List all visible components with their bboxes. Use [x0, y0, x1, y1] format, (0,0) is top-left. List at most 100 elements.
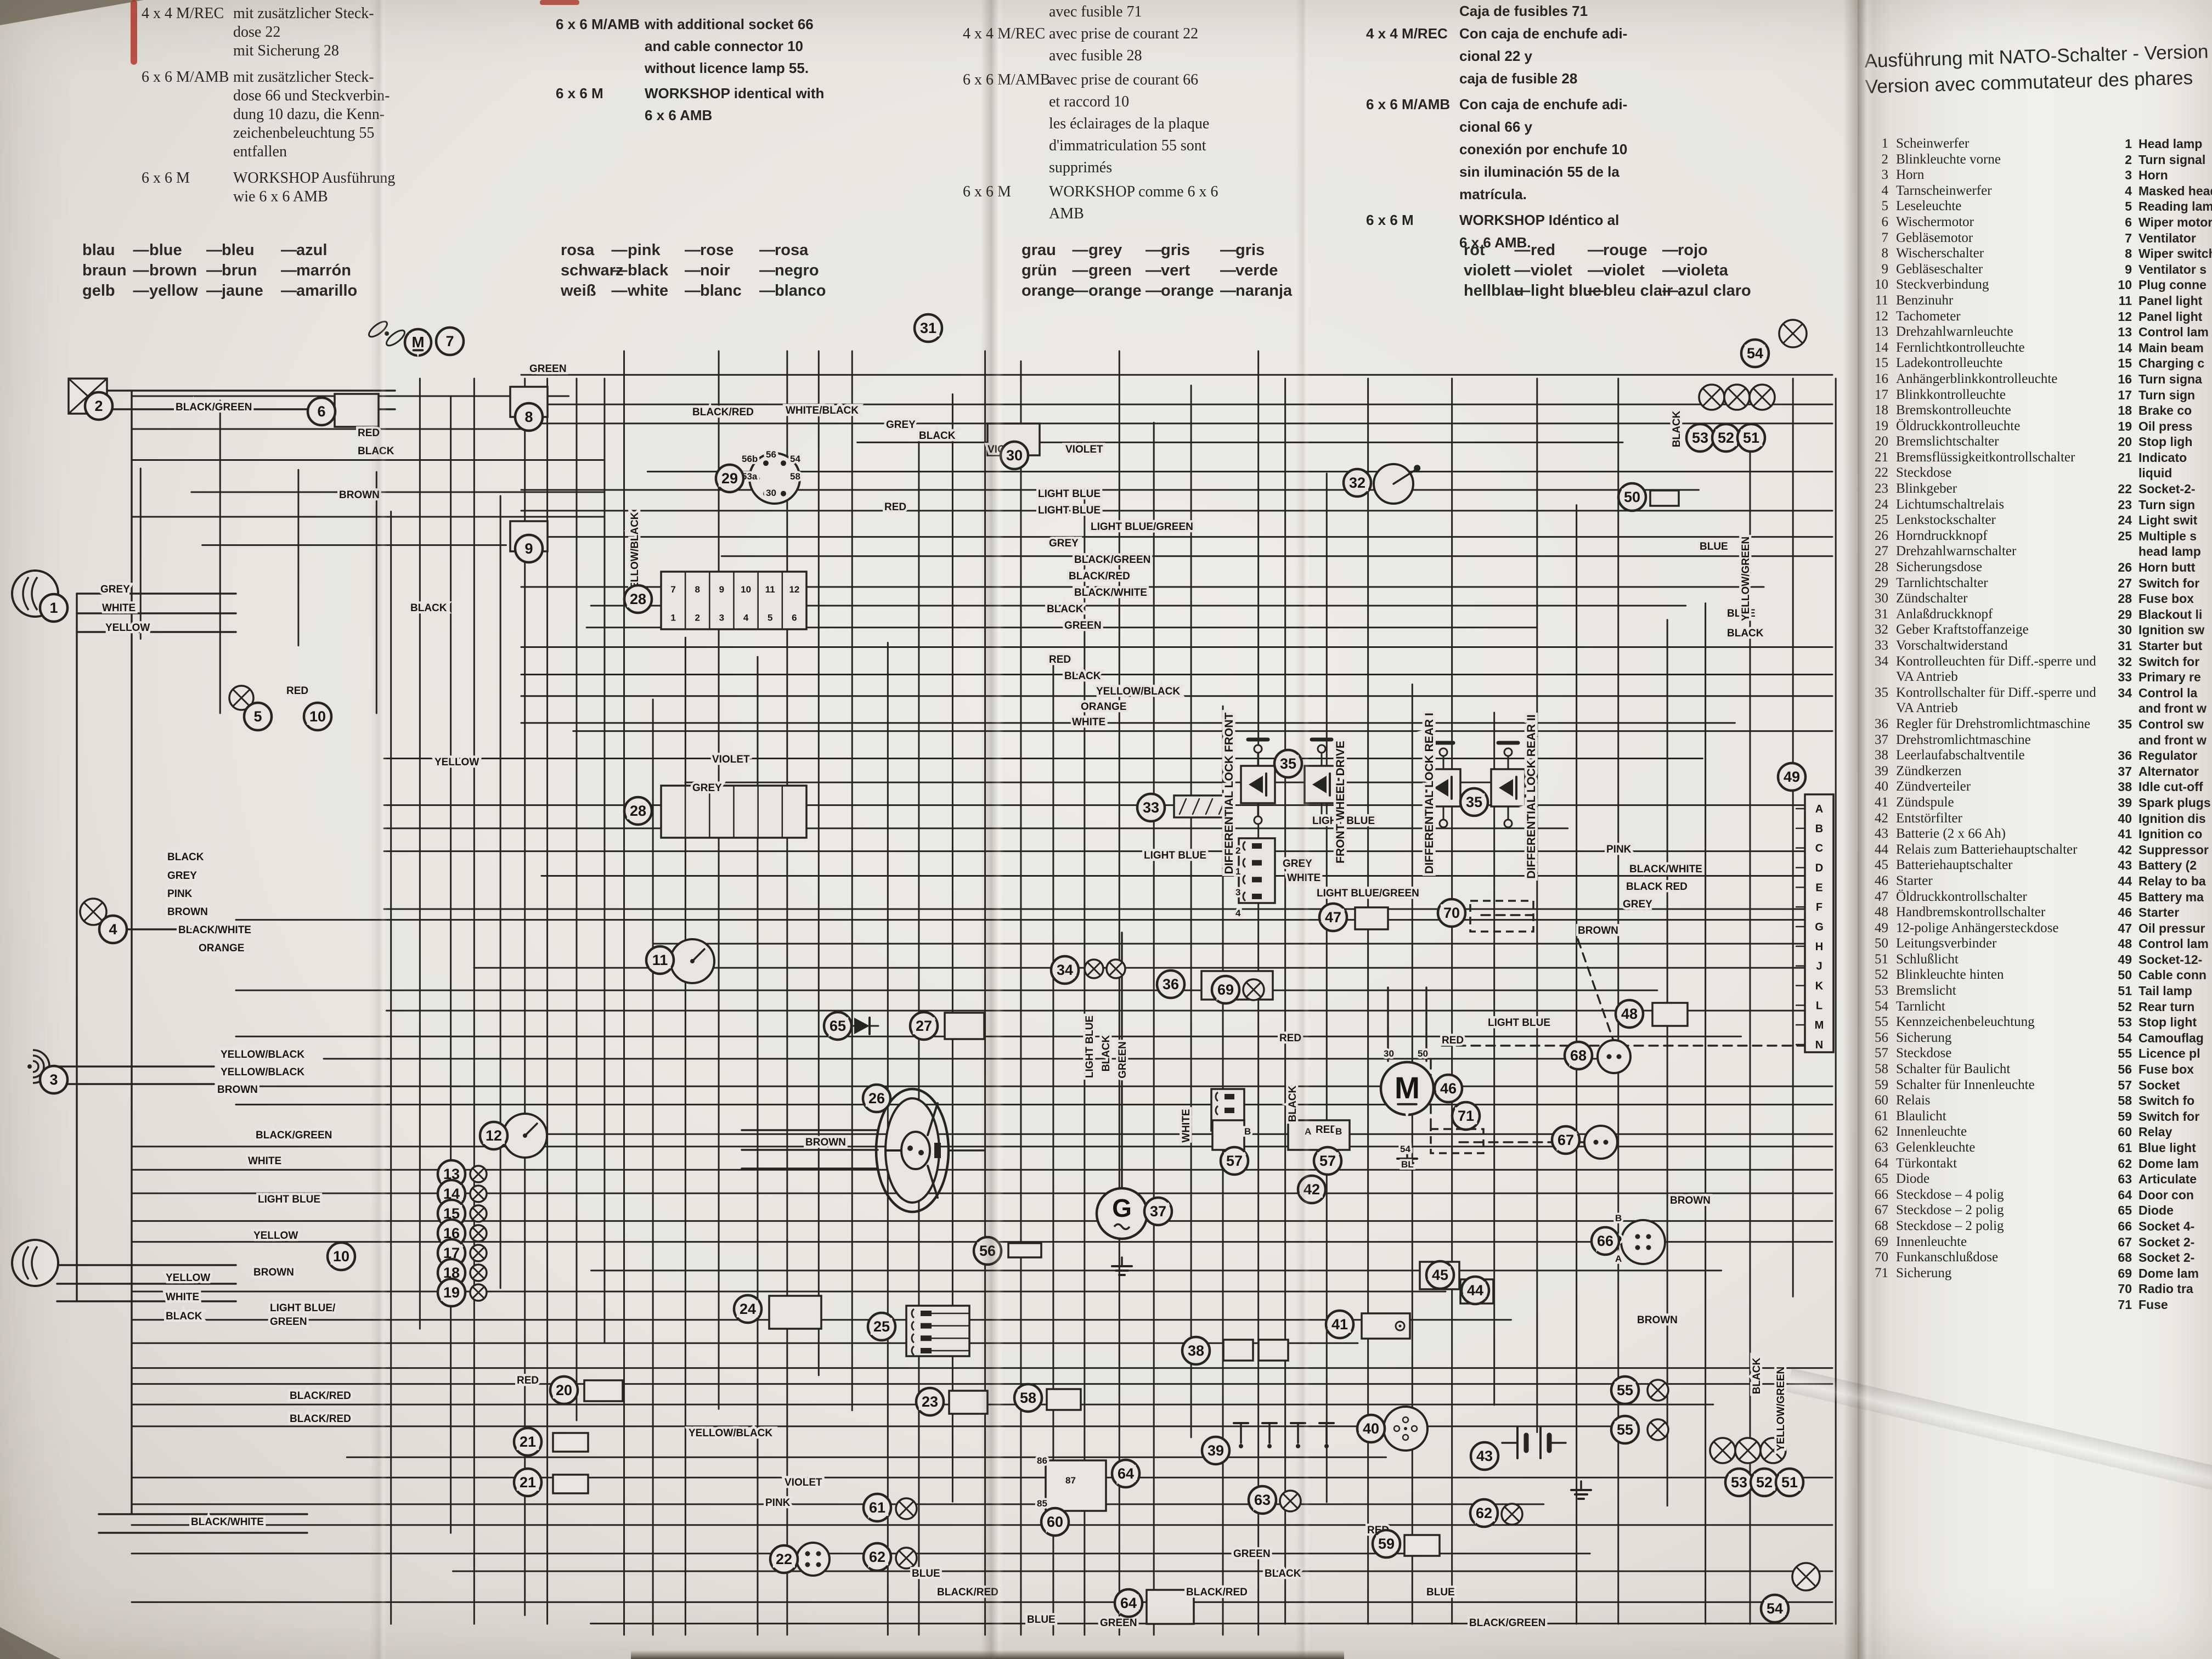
component-box [1287, 1119, 1351, 1151]
component-number: 46 [1440, 1080, 1457, 1097]
horn-contact [918, 1150, 924, 1155]
wire [1205, 798, 1214, 815]
legend-item-number [2110, 465, 2138, 481]
fan-icon [385, 329, 406, 347]
legend-item-number: 13 [2118, 325, 2132, 340]
color-word: schwarz [561, 262, 624, 279]
terminal-label: 87 [1065, 1475, 1076, 1486]
component-number: 66 [1597, 1233, 1613, 1249]
dash: — [685, 262, 701, 279]
variant-text-line: dung 10 dazu, die Kenn- [233, 106, 385, 123]
legend-item-number: 50 [2118, 968, 2132, 983]
legend-item-number: 30 [1875, 591, 1888, 606]
component-number: 62 [869, 1549, 885, 1565]
legend-item-text: Wischermotor [1896, 214, 1974, 229]
legend-item-text: Blaulicht [1896, 1108, 1946, 1124]
legend-item-text: Rear turn [2138, 999, 2195, 1014]
switch-contact [911, 1345, 915, 1356]
legend-item-number: 67 [2118, 1234, 2132, 1249]
dash: — [759, 282, 775, 300]
variant-text-line: les éclairages de la plaque [1049, 115, 1210, 132]
legend-item-number: 18 [2118, 403, 2132, 418]
wire-label: BROWN [339, 489, 380, 501]
legend-item-number: 41 [1875, 794, 1888, 810]
wire-label: GREY [100, 584, 130, 595]
legend-item-text: Innenleuchte [1896, 1124, 1967, 1139]
dash: — [281, 282, 297, 300]
variant-text-line: AMB [1049, 205, 1084, 222]
legend-item-text: Drehzahlwarnleuchte [1896, 324, 2013, 340]
component-number: 35 [1466, 794, 1482, 810]
component-box [1304, 765, 1340, 804]
legend-item-text: Tarnlichtschalter [1896, 575, 1988, 590]
wire-label: RED [1316, 1124, 1338, 1136]
legend-item-number: 55 [1875, 1014, 1888, 1030]
variant-model: 4 x 4 M/REC [142, 5, 224, 22]
legend-item-text: VA Antrieb [1896, 701, 1958, 716]
legend-item-number: 38 [1875, 748, 1888, 763]
legend-item-text: Fuse box [2138, 1062, 2194, 1077]
legend-item-number: 46 [1875, 873, 1888, 888]
legend-item-number: 51 [2118, 984, 2132, 998]
wire-label: YELLOW/BLACK [1096, 686, 1180, 697]
fan-icon [385, 331, 389, 336]
legend-item-text: Starter but [2138, 639, 2203, 653]
terminal-label: 50 [1418, 1048, 1428, 1059]
legend-item-number: 3 [1881, 167, 1889, 183]
legend-item-text: Blinkgeber [1896, 481, 1957, 496]
variant-model: 6 x 6 M [963, 183, 1011, 200]
component-number: 63 [1254, 1492, 1271, 1508]
gauge-icon [690, 959, 695, 963]
headlamp-icon [22, 1246, 30, 1280]
spark-plug-icon [1324, 1444, 1329, 1448]
legend-item-text: Ladekontrolleuchte [1896, 356, 2003, 371]
legend-item-text: Camouflag [2138, 1030, 2204, 1045]
dash: — [1220, 241, 1236, 259]
table-edge-shadow [631, 1650, 1344, 1659]
wire [1782, 323, 1803, 344]
legend-item-number: 54 [1875, 998, 1888, 1014]
legend-item-number: 15 [1875, 356, 1888, 371]
component-number: 40 [1363, 1420, 1379, 1437]
component-number-circle [478, 1120, 509, 1151]
socket-pin [1646, 1234, 1651, 1239]
component-number-circle [514, 533, 544, 564]
legend-item-text: VA Antrieb [1896, 669, 1958, 685]
variant-text-line: conexión por enchufe 10 [1459, 141, 1628, 157]
legend-item-text: Entstörfilter [1896, 810, 1962, 826]
legend-item-text: Schlußlicht [1896, 951, 1959, 967]
color-word: azul [296, 241, 328, 259]
legend-item-text: Zündschalter [1896, 591, 1968, 606]
legend-item-number: 21 [2118, 450, 2132, 465]
wire-label: BLACK/RED [692, 407, 754, 418]
legend-item-text: Ventilator [2138, 230, 2196, 245]
color-word: bleu clair [1603, 282, 1673, 300]
legend-item-number: 9 [2125, 262, 2132, 276]
component-number-circle [1759, 1593, 1790, 1624]
legend-item-text: Masked head [2138, 183, 2212, 198]
motor-letter: M [412, 334, 425, 351]
component-number-circle [1610, 1414, 1640, 1445]
legend-item-number: 43 [1875, 826, 1888, 842]
color-word: yellow [149, 282, 198, 300]
component-number: 35 [1280, 755, 1296, 772]
component-number: 57 [1319, 1153, 1336, 1169]
variant-text-line: WORKSHOP comme 6 x 6 [1049, 183, 1218, 200]
